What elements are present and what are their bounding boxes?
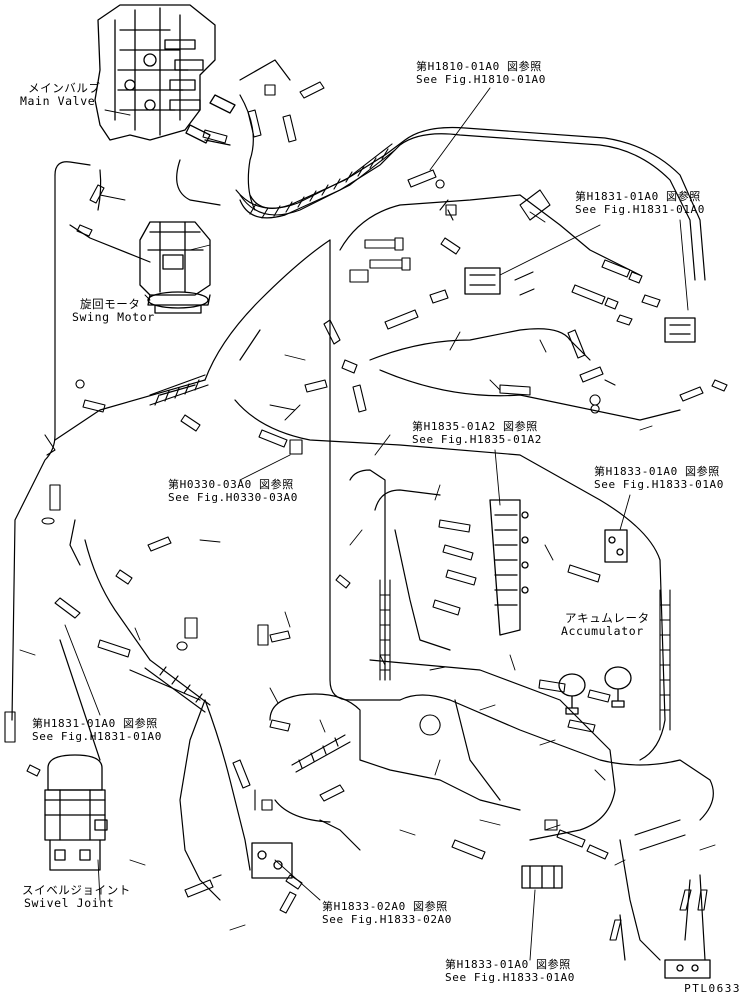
spiral-guards xyxy=(144,143,686,851)
leader-lines xyxy=(64,87,689,961)
reference-h1833-right: 第H1833-01A0 図参照 See Fig.H1833-01A0 xyxy=(594,465,724,491)
swing-motor-drawing xyxy=(139,221,211,314)
swivel-joint-label-en: Swivel Joint xyxy=(24,896,115,910)
swing-motor-label-en: Swing Motor xyxy=(72,310,155,324)
reference-h1810-jp: 第H1810-01A0 図参照 xyxy=(416,60,542,73)
swivel-joint-label: スイベルジョイント Swivel Joint xyxy=(22,884,131,910)
manifold-drawing xyxy=(489,499,529,636)
reference-h1831-top-en: See Fig.H1831-01A0 xyxy=(575,203,706,216)
reference-h1831-bottom-en: See Fig.H1831-01A0 xyxy=(32,730,163,743)
accumulator-drawing xyxy=(558,666,632,715)
swing-motor-label: 旋回モータ Swing Motor xyxy=(72,298,155,324)
reference-h0330: 第H0330-03A0 図参照 See Fig.H0330-03A0 xyxy=(168,478,298,504)
reference-h0330-en: See Fig.H0330-03A0 xyxy=(168,491,299,504)
accumulator-label-jp: アキュムレータ xyxy=(565,611,650,625)
valve-blocks xyxy=(251,267,711,979)
reference-h1810: 第H1810-01A0 図参照 See Fig.H1810-01A0 xyxy=(416,60,546,86)
swivel-joint-label-jp: スイベルジョイント xyxy=(22,883,131,897)
reference-h1835-en: See Fig.H1835-01A2 xyxy=(412,433,543,446)
reference-h1831-top: 第H1831-01A0 図参照 See Fig.H1831-01A0 xyxy=(575,190,705,216)
reference-h1833-bottom-jp: 第H1833-01A0 図参照 xyxy=(445,958,571,971)
reference-h1833-bottom: 第H1833-01A0 図参照 See Fig.H1833-01A0 xyxy=(445,958,575,984)
reference-h1833-right-en: See Fig.H1833-01A0 xyxy=(594,478,725,491)
swing-motor-label-jp: 旋回モータ xyxy=(80,297,141,311)
reference-h1833-02: 第H1833-02A0 図参照 See Fig.H1833-02A0 xyxy=(322,900,452,926)
reference-h1833-bottom-en: See Fig.H1833-01A0 xyxy=(445,971,576,984)
reference-h1835: 第H1835-01A2 図参照 See Fig.H1835-01A2 xyxy=(412,420,542,446)
main-valve-label: メインバルブ Main Valve xyxy=(20,81,101,108)
reference-h1833-right-jp: 第H1833-01A0 図参照 xyxy=(594,465,720,478)
main-valve-label-en: Main Valve xyxy=(20,94,96,108)
reference-h1835-jp: 第H1835-01A2 図参照 xyxy=(412,420,538,433)
main-valve-label-jp: メインバルブ xyxy=(28,81,101,95)
swivel-joint-drawing xyxy=(44,754,108,871)
fittings xyxy=(4,81,728,941)
main-valve-drawing xyxy=(94,4,236,146)
reference-h1831-bottom-jp: 第H1831-01A0 図参照 xyxy=(32,717,158,730)
accumulator-label-en: Accumulator xyxy=(561,624,644,638)
accumulator-label: アキュムレータ Accumulator xyxy=(561,611,650,638)
item-ticks xyxy=(19,194,716,931)
reference-h1810-en: See Fig.H1810-01A0 xyxy=(416,73,547,86)
reference-h0330-jp: 第H0330-03A0 図参照 xyxy=(168,478,294,491)
reference-h1833-02-jp: 第H1833-02A0 図参照 xyxy=(322,900,448,913)
reference-h1831-bottom: 第H1831-01A0 図参照 See Fig.H1831-01A0 xyxy=(32,717,162,743)
drawing-id: PTL0633 xyxy=(684,982,741,995)
reference-h1833-02-en: See Fig.H1833-02A0 xyxy=(322,913,453,926)
reference-h1831-top-jp: 第H1831-01A0 図参照 xyxy=(575,190,701,203)
